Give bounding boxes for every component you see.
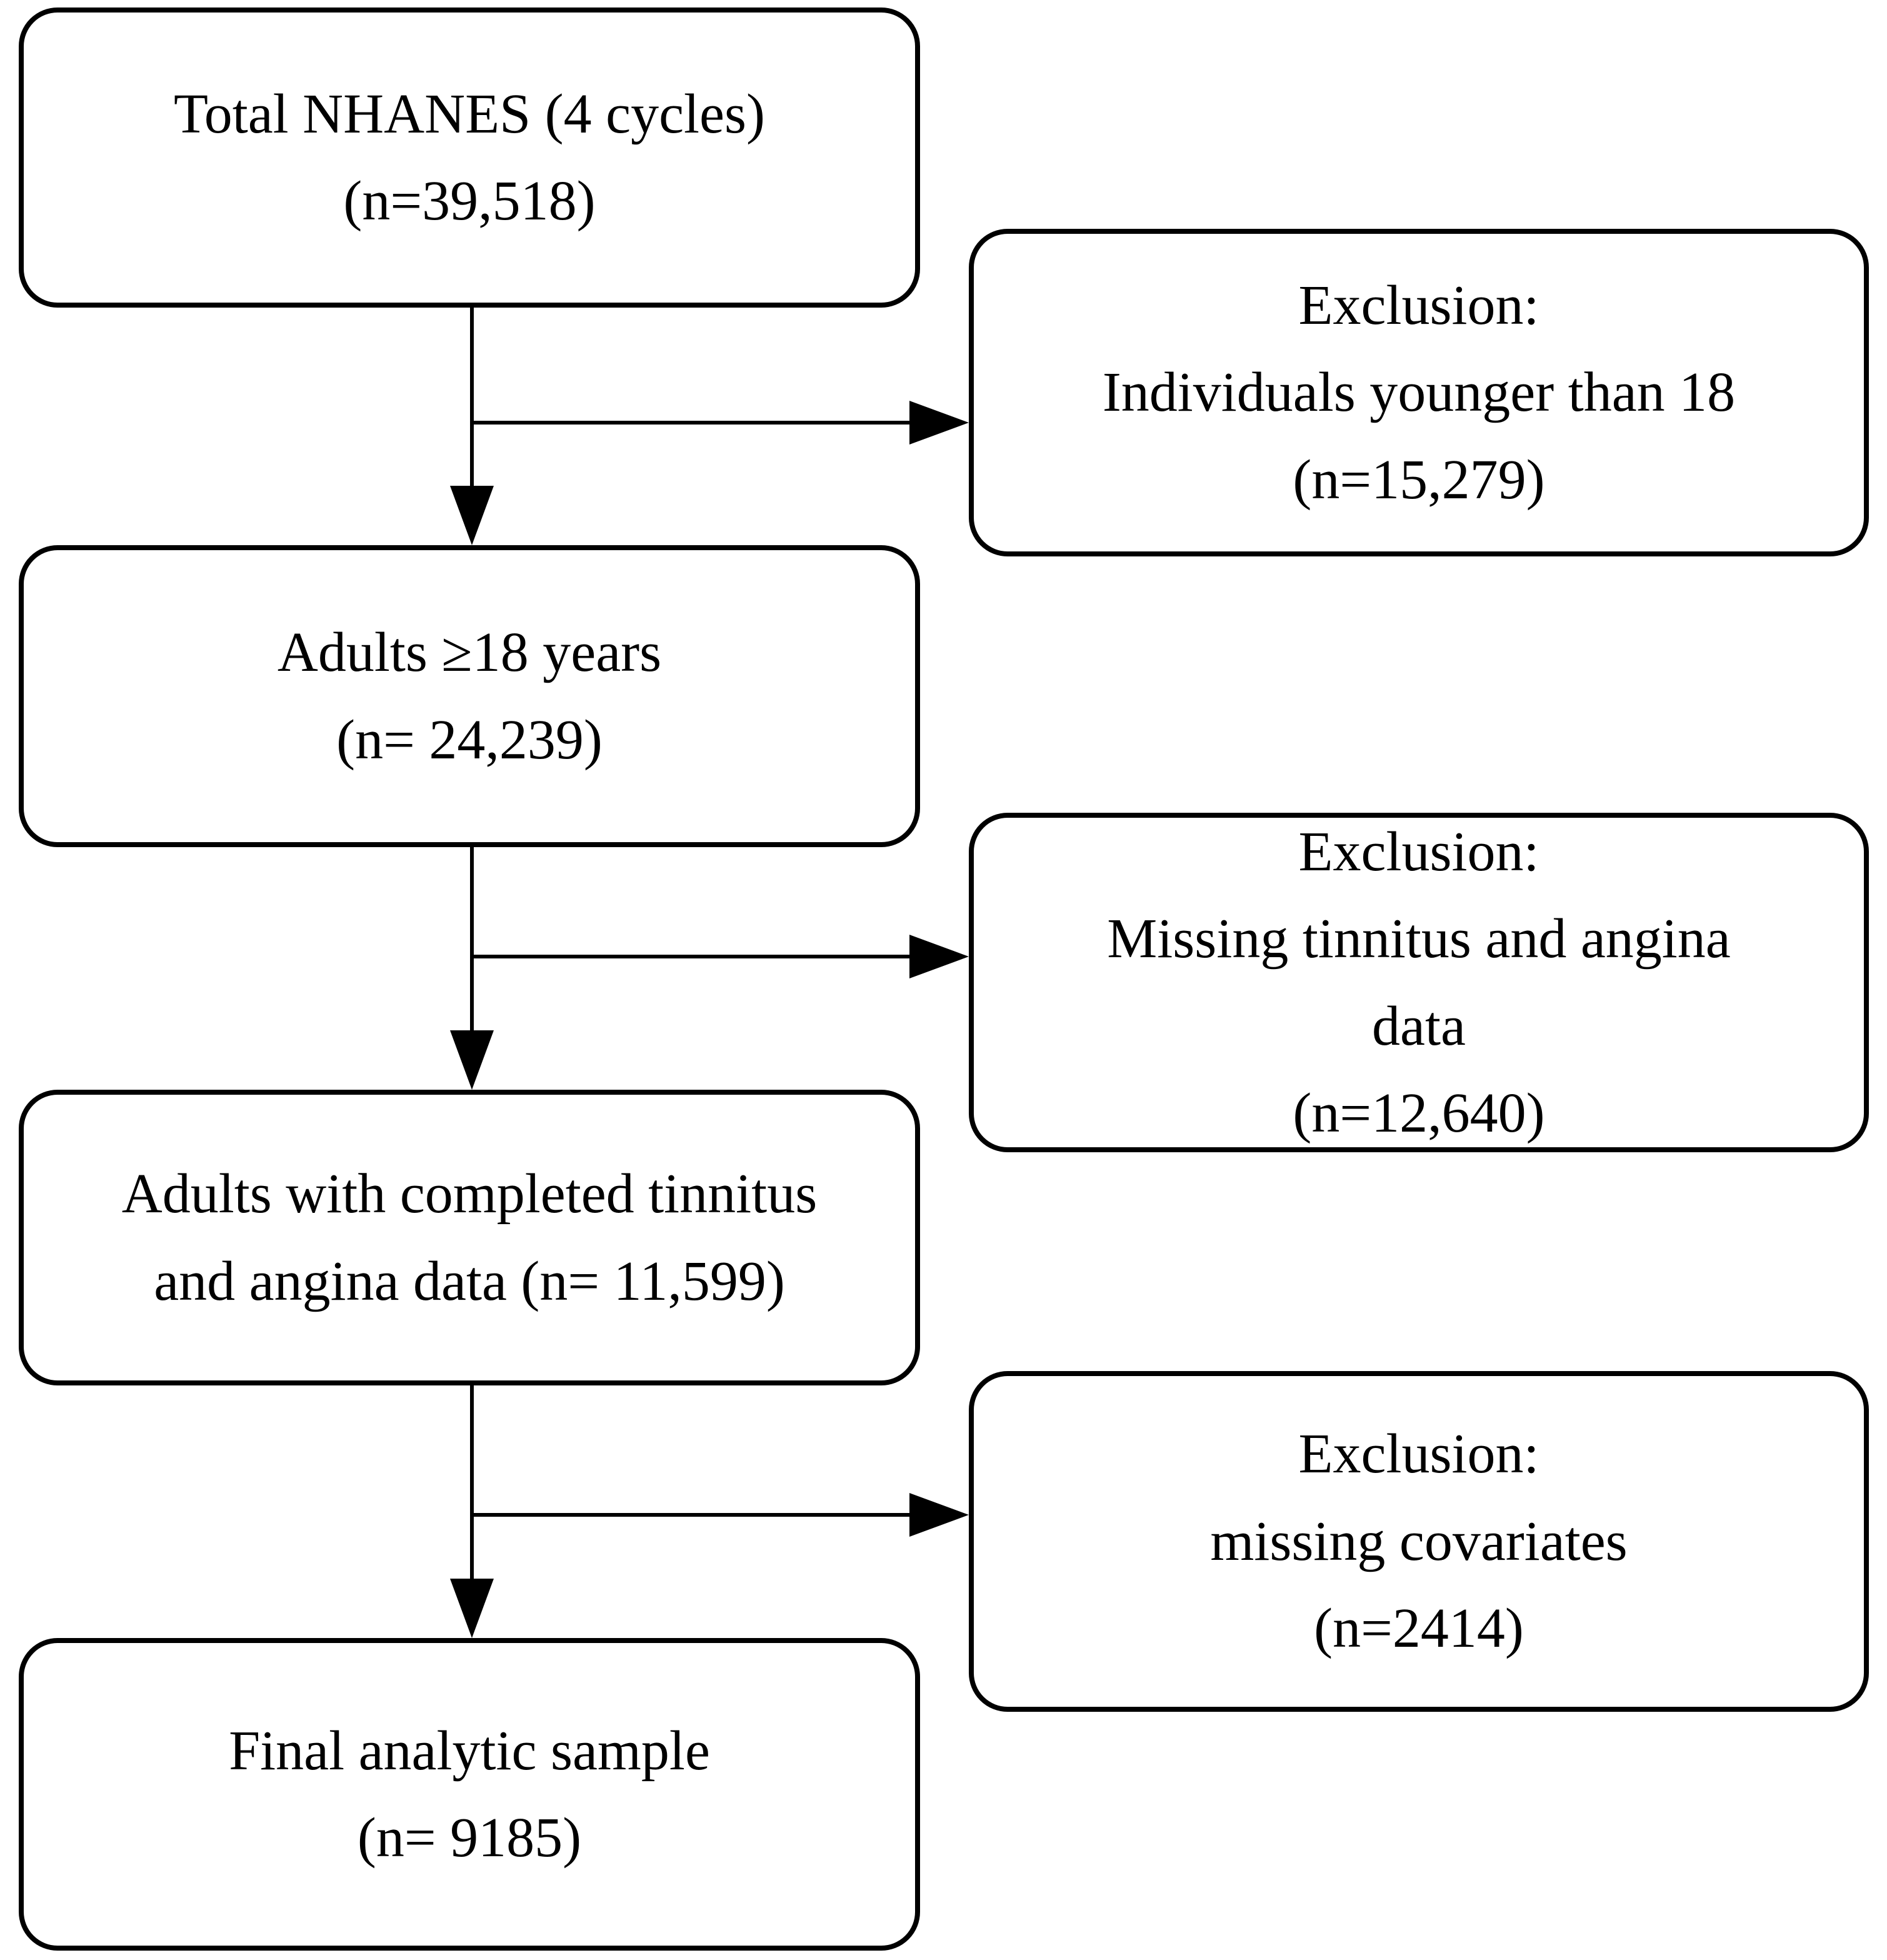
box-count-text: (n=2414) [1314, 1597, 1524, 1660]
box-count-text: (n=15,279) [1293, 448, 1545, 511]
connector-line-horizontal-2 [472, 955, 909, 958]
flow-box-exclusion-missing-data: Exclusion: Missing tinnitus and angina d… [969, 813, 1869, 1152]
exclusion-label-text: Exclusion: [1298, 274, 1539, 336]
flow-box-completed-data: Adults with completed tinnitus and angin… [19, 1090, 920, 1385]
flow-box-exclusion-missing-covariates: Exclusion: missing covariates (n=2414) [969, 1371, 1869, 1712]
arrow-right-icon [909, 401, 969, 445]
box-title-text: and angina data (n= 11,599) [154, 1250, 785, 1312]
flow-box-total-nhanes: Total NHANES (4 cycles) (n=39,518) [19, 8, 920, 308]
flow-box-adults-18plus: Adults ≥18 years (n= 24,239) [19, 545, 920, 847]
arrow-right-icon [909, 935, 969, 978]
box-title-text: Final analytic sample [229, 1719, 710, 1782]
box-title-text: Adults ≥18 years [277, 621, 662, 683]
box-count-text: (n=12,640) [1293, 1082, 1545, 1144]
flow-box-exclusion-younger-18: Exclusion: Individuals younger than 18 (… [969, 229, 1869, 556]
arrow-down-icon [450, 1579, 494, 1638]
connector-line-vertical-3 [470, 1385, 474, 1579]
connector-line-vertical-2 [470, 847, 474, 1030]
box-count-text: (n= 24,239) [336, 708, 603, 771]
connector-line-vertical-1 [470, 308, 474, 486]
connector-line-horizontal-3 [472, 1513, 909, 1517]
arrow-right-icon [909, 1493, 969, 1537]
exclusion-label-text: Exclusion: [1298, 820, 1539, 883]
connector-line-horizontal-1 [472, 421, 909, 425]
arrow-down-icon [450, 1030, 494, 1090]
exclusion-reason-text: Missing tinnitus and angina [1107, 908, 1731, 970]
arrow-down-icon [450, 486, 494, 545]
box-count-text: (n=39,518) [343, 170, 596, 232]
exclusion-label-text: Exclusion: [1298, 1423, 1539, 1485]
flow-box-final-sample: Final analytic sample (n= 9185) [19, 1638, 920, 1951]
box-title-text: Adults with completed tinnitus [121, 1163, 818, 1225]
box-title-text: Total NHANES (4 cycles) [174, 83, 765, 145]
exclusion-reason-text: Individuals younger than 18 [1102, 361, 1736, 424]
exclusion-reason-text: missing covariates [1210, 1510, 1628, 1572]
exclusion-reason-text: data [1372, 995, 1466, 1057]
box-count-text: (n= 9185) [357, 1807, 582, 1869]
